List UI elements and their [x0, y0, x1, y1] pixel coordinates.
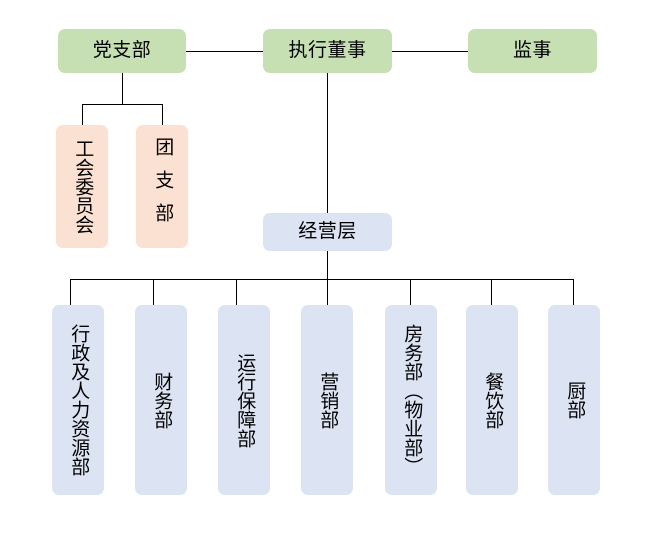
node-management-layer[interactable]: 经营层: [263, 213, 392, 251]
connector-drop-rooms: [410, 279, 411, 306]
node-labor-union-committee[interactable]: 工会委员会: [56, 125, 108, 248]
connector-party-children-bus: [82, 104, 163, 105]
connector-drop-finance: [153, 279, 154, 306]
connector-drop-kitchen: [573, 279, 574, 306]
connector-drop-operations: [236, 279, 237, 306]
node-finance-department[interactable]: 财务部: [135, 305, 187, 495]
node-supervisor-label: 监事: [512, 39, 552, 61]
connector-departments-bus: [70, 279, 573, 280]
connector-director-to-management: [327, 73, 328, 214]
connector-party-to-director: [185, 51, 263, 52]
node-executive-director[interactable]: 执行董事: [263, 29, 392, 73]
connector-director-to-supervisor: [392, 51, 468, 52]
connector-drop-catering: [491, 279, 492, 306]
node-operations-support-department-label: 运行保障部: [234, 352, 256, 448]
node-executive-director-label: 执行董事: [288, 39, 367, 61]
node-rooms-department[interactable]: 房务部（物业部）: [385, 305, 437, 495]
connector-drop-labor-union: [82, 104, 83, 126]
connector-party-stem: [122, 73, 123, 105]
node-rooms-department-label: 房务部（物业部）: [401, 324, 423, 476]
connector-drop-youth-league: [162, 104, 163, 126]
node-admin-and-hr-department[interactable]: 行政及人力资源部: [52, 305, 104, 495]
node-catering-department[interactable]: 餐饮部: [466, 305, 518, 495]
node-marketing-department-label: 营销部: [317, 371, 339, 429]
node-party-branch-label: 党支部: [92, 39, 152, 61]
node-party-branch[interactable]: 党支部: [58, 29, 186, 73]
node-youth-league-branch-label: 团支部: [152, 137, 174, 236]
connector-drop-admin-hr: [70, 279, 71, 306]
node-admin-and-hr-department-label: 行政及人力资源部: [68, 324, 90, 476]
node-catering-department-label: 餐饮部: [482, 371, 504, 429]
node-kitchen-department-label: 厨部: [564, 381, 586, 419]
connector-drop-marketing: [327, 279, 328, 306]
node-labor-union-committee-label: 工会委员会: [72, 139, 94, 234]
node-youth-league-branch[interactable]: 团支部: [136, 125, 188, 248]
node-finance-department-label: 财务部: [151, 371, 173, 429]
node-kitchen-department[interactable]: 厨部: [548, 305, 600, 495]
node-operations-support-department[interactable]: 运行保障部: [218, 305, 270, 495]
node-supervisor[interactable]: 监事: [468, 29, 597, 73]
connector-management-stem: [327, 251, 328, 280]
node-marketing-department[interactable]: 营销部: [301, 305, 353, 495]
node-management-layer-label: 经营层: [298, 220, 357, 242]
